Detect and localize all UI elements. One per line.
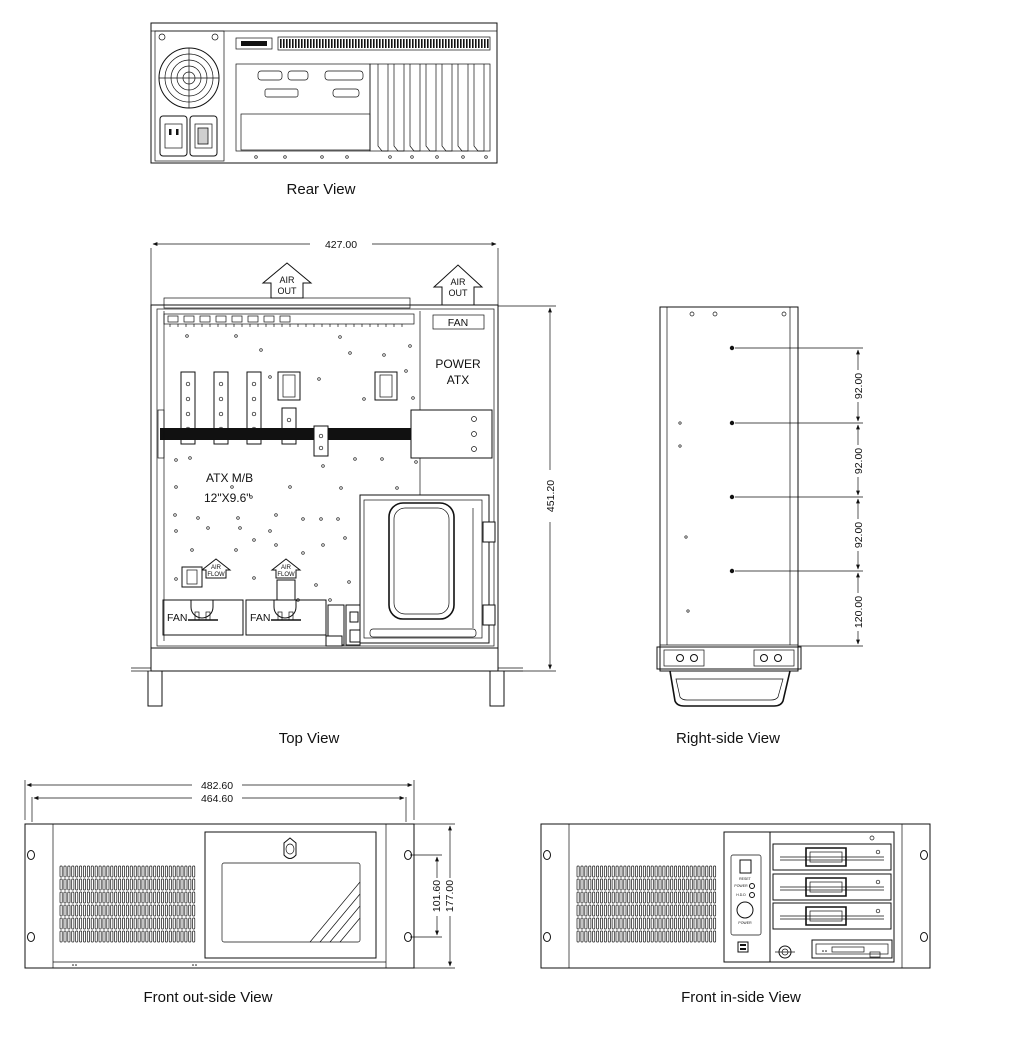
dim-side-2: 92.00 xyxy=(853,448,865,474)
drive-bays xyxy=(772,843,892,930)
dim-front-holes: 101.60 xyxy=(431,880,443,912)
top-view: 427.00 AIR OUT AIR OUT FAN POWER ATX xyxy=(131,239,557,747)
card-brackets xyxy=(180,371,398,445)
ac-inlet xyxy=(159,115,188,157)
svg-text:RESET: RESET xyxy=(739,877,752,881)
dim-front-height: 177.00 xyxy=(444,880,456,912)
dim-side-3: 92.00 xyxy=(853,522,865,548)
front-door xyxy=(204,831,377,959)
svg-text:OUT: OUT xyxy=(449,288,469,298)
dim-front-total: 482.60 xyxy=(201,780,233,792)
front-vent-grille-inside xyxy=(576,865,717,943)
front-fan-1: FAN xyxy=(162,599,244,636)
svg-text:AIR: AIR xyxy=(450,277,466,287)
control-panel: RESET POWER H.D.D POWER xyxy=(723,831,771,963)
door-lock xyxy=(283,837,297,859)
top-view-caption: Top View xyxy=(279,730,340,747)
motherboard-standoffs xyxy=(173,334,418,602)
svg-text:H.D.D: H.D.D xyxy=(736,893,746,897)
front-outside-view-caption: Front out-side View xyxy=(144,989,273,1006)
psu-fan-grille xyxy=(158,47,220,109)
svg-text:12"X9.6": 12"X9.6" xyxy=(204,491,251,505)
dim-side-4: 120.00 xyxy=(853,596,865,628)
drive-cage xyxy=(359,494,496,644)
rear-view: Rear View xyxy=(150,22,498,198)
air-out-arrow-2: AIR OUT xyxy=(432,264,484,306)
svg-text:ATX: ATX xyxy=(447,373,469,387)
rear-vent-row xyxy=(277,36,491,51)
expansion-slots xyxy=(377,64,485,152)
front-outside-view: 482.60 464.60 1 xyxy=(24,780,456,1006)
air-flow-arrow-2: AIR FLOW xyxy=(270,558,302,579)
air-flow-arrow-1: AIR FLOW xyxy=(200,558,232,579)
svg-text:FAN: FAN xyxy=(167,612,187,624)
svg-text:AIR: AIR xyxy=(279,275,295,285)
front-vent-grille xyxy=(59,865,196,943)
power-led xyxy=(749,883,755,889)
motherboard-label: ATX M/B xyxy=(206,471,253,485)
svg-text:FAN: FAN xyxy=(250,612,270,624)
svg-text:POWER: POWER xyxy=(738,921,752,925)
fan-label-psu: FAN xyxy=(448,317,468,329)
dim-side-1: 92.00 xyxy=(853,373,865,399)
svg-text:OUT: OUT xyxy=(278,286,298,296)
power-switch xyxy=(189,115,218,157)
svg-text:POWER: POWER xyxy=(734,884,748,888)
power-button xyxy=(736,901,754,919)
right-side-view: 92.00 92.00 92.00 120.00 Right-side View xyxy=(656,306,865,747)
rear-view-caption: Rear View xyxy=(287,181,356,198)
dim-top-depth: 451.20 xyxy=(545,480,557,512)
front-inside-view: RESET POWER H.D.D POWER Front in-side Vi… xyxy=(540,823,931,1006)
dim-front-inner: 464.60 xyxy=(201,793,233,805)
svg-text:AIR: AIR xyxy=(211,565,222,571)
svg-text:AIR: AIR xyxy=(281,565,292,571)
hdd-led xyxy=(749,892,755,898)
air-out-arrow-1: AIR OUT xyxy=(261,262,313,299)
right-side-view-caption: Right-side View xyxy=(676,730,780,747)
front-inside-view-caption: Front in-side View xyxy=(681,989,801,1006)
reset-button xyxy=(739,859,752,874)
svg-text:FLOW: FLOW xyxy=(277,572,295,578)
power-label: POWER xyxy=(435,357,481,371)
card-retainer-bar xyxy=(160,428,412,440)
front-fan-2: FAN xyxy=(245,599,327,636)
dim-top-width: 427.00 xyxy=(325,239,357,251)
svg-text:FLOW: FLOW xyxy=(207,572,225,578)
